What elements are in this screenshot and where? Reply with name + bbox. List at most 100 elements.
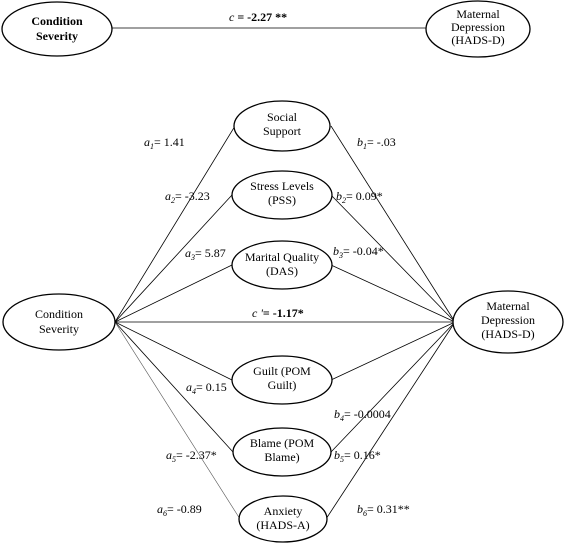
bottom-predictor-label-line1: Condition (35, 307, 83, 321)
mediator-4-label-line1: Guilt (POM (253, 364, 311, 378)
b4-value: = -0.0004 (344, 407, 391, 421)
b1-subscript: 1 (363, 142, 367, 151)
mediator-6-label-line1: Anxiety (264, 504, 303, 518)
a2-label: a2= -3.23 (165, 189, 210, 205)
a5-subscript: 5 (172, 455, 176, 464)
mediator-3-label-line2: (DAS) (266, 264, 298, 278)
b4-subscript: 4 (340, 414, 344, 423)
b6-line (325, 321, 456, 520)
mediator-stress-levels (231, 170, 333, 220)
b2-line (330, 194, 456, 323)
b4-label: b4= -0.0004 (334, 407, 391, 423)
a4-symbol: a (186, 380, 192, 394)
a6-symbol: a (157, 502, 163, 516)
b2-subscript: 2 (342, 196, 346, 205)
a1-value: = 1.41 (154, 135, 185, 149)
b6-symbol: b (357, 502, 363, 516)
b1-line (330, 125, 456, 323)
a-path-lines (114, 125, 241, 520)
path-c-prime-symbol: c ' (252, 306, 263, 320)
b5-symbol: b (334, 448, 340, 462)
b1-value: = -.03 (367, 135, 396, 149)
a6-subscript: 6 (163, 509, 167, 518)
a4-value: = 0.15 (196, 380, 227, 394)
b2-value: = 0.09* (346, 189, 383, 203)
top-predictor-node (1, 1, 113, 57)
b3-subscript: 3 (338, 251, 343, 260)
b3-symbol: b (333, 244, 339, 258)
b1-label: b1= -.03 (357, 135, 396, 151)
a4-label: a4= 0.15 (186, 380, 227, 396)
bottom-outcome-label-line1: Maternal (486, 299, 530, 313)
a1-label: a1= 1.41 (144, 135, 185, 151)
a3-value: = 5.87 (195, 246, 226, 260)
a6-label: a6= -0.89 (157, 502, 202, 518)
b5-line (330, 321, 456, 453)
bottom-outcome-label-line2: Depression (481, 313, 535, 327)
a3-line (114, 264, 233, 323)
top-predictor-label-line2: Severity (36, 29, 78, 43)
top-outcome-label-line2: Depression (451, 20, 505, 34)
a6-line (114, 321, 241, 520)
a5-symbol: a (166, 448, 172, 462)
path-c-label: c = -2.27 ** (229, 10, 287, 24)
b5-subscript: 5 (340, 455, 344, 464)
bottom-outcome-node (452, 290, 564, 354)
a2-value: = -3.23 (175, 189, 210, 203)
a2-line (114, 194, 233, 323)
b6-value: = 0.31** (367, 502, 410, 516)
b5-value: = 0.16* (344, 448, 381, 462)
a5-label: a5= -2.37* (166, 448, 217, 464)
a5-line (114, 321, 234, 453)
mediator-2-label-line1: Stress Levels (250, 179, 314, 193)
path-c-symbol: c (229, 10, 235, 24)
bottom-outcome-label-line3: (HADS-D) (481, 327, 534, 341)
mediator-marital-quality (231, 240, 333, 290)
b5-label: b5= 0.16* (334, 448, 381, 464)
top-outcome-node (425, 0, 531, 58)
mediator-5-label-line1: Blame (POM (250, 436, 315, 450)
a3-symbol: a (185, 246, 191, 260)
mediator-3-label-line1: Marital Quality (245, 250, 319, 264)
bottom-predictor-node (2, 293, 116, 351)
a1-subscript: 1 (150, 142, 154, 151)
a5-value: = -2.37* (176, 448, 217, 462)
top-outcome-label-line3: (HADS-D) (451, 33, 504, 47)
path-c-prime-label: c '= -1.17* (252, 306, 304, 320)
a4-subscript: 4 (192, 387, 196, 396)
mediator-4-label-line2: Guilt) (268, 378, 297, 392)
b1-symbol: b (357, 135, 363, 149)
path-c-value: = -2.27 ** (234, 10, 287, 24)
path-c-prime-value: = -1.17* (263, 306, 304, 320)
a6-value: = -0.89 (167, 502, 202, 516)
a3-label: a3= 5.87 (185, 246, 226, 262)
mediator-2-label-line2: (PSS) (268, 193, 296, 207)
a1-symbol: a (144, 135, 150, 149)
b4-line (330, 321, 456, 381)
b2-label: b2= 0.09* (336, 189, 383, 205)
b3-label: b3= -0.04* (333, 244, 384, 260)
a3-subscript: 3 (190, 253, 195, 262)
b-path-lines (325, 125, 456, 520)
a4-line (114, 321, 233, 381)
top-outcome-label-line1: Maternal (456, 7, 500, 21)
b4-symbol: b (334, 407, 340, 421)
b6-label: b6= 0.31** (357, 502, 410, 518)
mediator-1-label-line1: Social (267, 110, 298, 124)
mediator-anxiety (238, 495, 328, 543)
mediator-blame (232, 427, 332, 477)
a1-line (114, 125, 236, 323)
bottom-predictor-label-line2: Severity (39, 322, 79, 336)
b6-subscript: 6 (363, 509, 367, 518)
mediator-6-label-line2: (HADS-A) (256, 518, 309, 532)
b3-line (330, 264, 456, 323)
mediator-social-support (233, 100, 331, 152)
top-predictor-label-line1: Condition (31, 14, 83, 28)
a2-symbol: a (165, 189, 171, 203)
mediator-guilt (231, 355, 333, 405)
b2-symbol: b (336, 189, 342, 203)
mediator-1-label-line2: Support (263, 124, 302, 138)
a2-subscript: 2 (171, 196, 175, 205)
mediator-5-label-line2: Blame) (264, 450, 299, 464)
